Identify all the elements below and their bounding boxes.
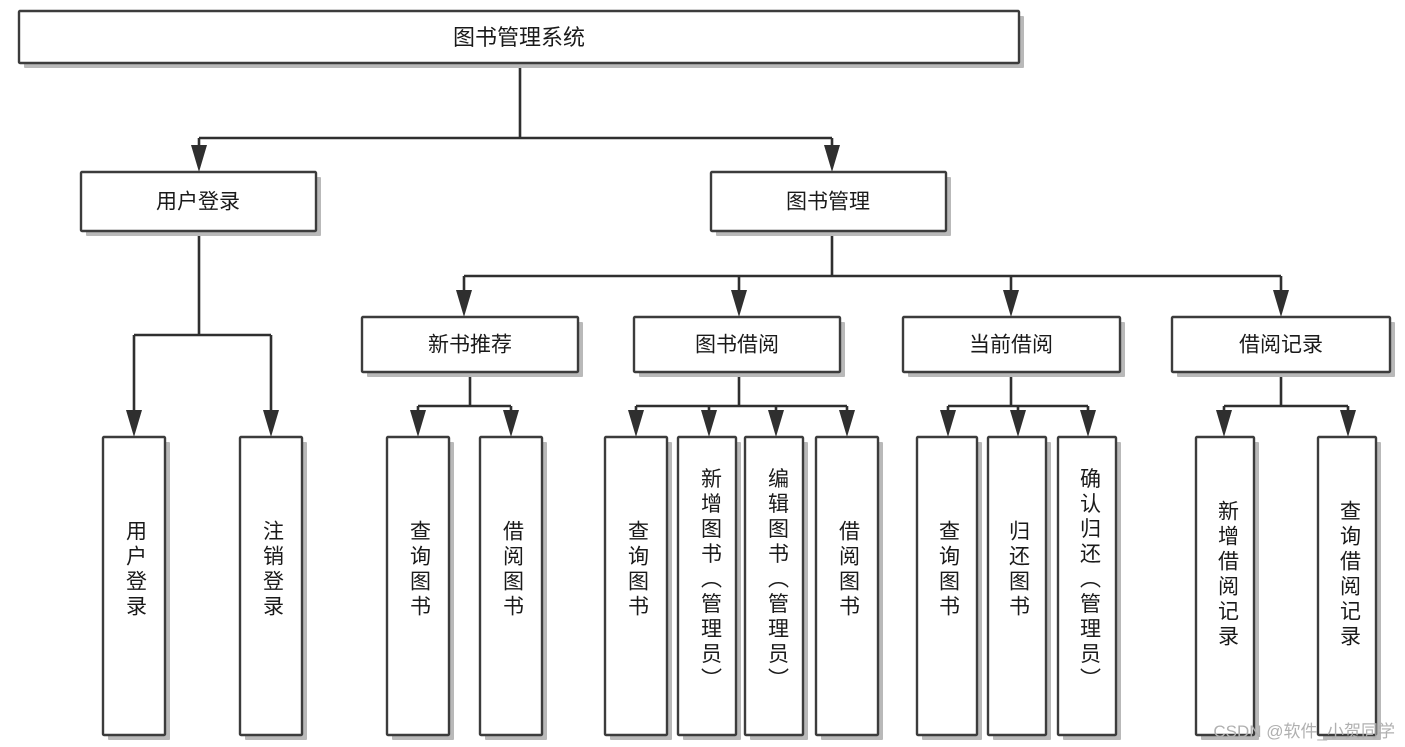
leaf-current-confirm-return[interactable]: 确认归还（管理员） — [1056, 435, 1121, 740]
leaf-new-book-query[interactable]: 查询图书 — [385, 435, 454, 740]
connector-user-login-to-leaves — [126, 232, 279, 437]
node-current-borrow-label: 当前借阅 — [969, 334, 1053, 357]
node-root-label: 图书管理系统 — [453, 25, 585, 50]
leaf-user-login-login[interactable]: 用户登录 — [101, 435, 170, 740]
leaf-user-login-logout-label: 注销登录 — [260, 520, 284, 620]
leaf-current-query-book-label: 查询图书 — [936, 520, 960, 620]
leaf-borrow-edit-book-label: 编辑图书（管理员） — [765, 468, 789, 693]
node-user-login[interactable]: 用户登录 — [79, 170, 321, 236]
leaf-record-query-record-label: 查询借阅记录 — [1337, 500, 1361, 650]
node-root-book-management-system[interactable]: 图书管理系统 — [17, 9, 1024, 68]
node-book-management[interactable]: 图书管理 — [709, 170, 951, 236]
connector-current-borrow-to-leaves — [940, 373, 1096, 437]
leaf-borrow-add-book[interactable]: 新增图书（管理员） — [676, 435, 741, 740]
node-book-borrow[interactable]: 图书借阅 — [632, 315, 845, 377]
leaf-borrow-query-book[interactable]: 查询图书 — [603, 435, 672, 740]
leaf-user-login-login-label: 用户登录 — [123, 520, 147, 620]
node-borrow-record[interactable]: 借阅记录 — [1170, 315, 1395, 377]
connector-book-mgmt-to-level3 — [456, 232, 1289, 317]
connector-root-to-level2 — [191, 66, 840, 172]
leaf-record-query-record[interactable]: 查询借阅记录 — [1316, 435, 1381, 740]
leaf-current-query-book[interactable]: 查询图书 — [915, 435, 982, 740]
connector-book-borrow-to-leaves — [628, 373, 855, 437]
node-book-borrow-label: 图书借阅 — [695, 334, 779, 357]
leaf-current-confirm-return-label: 确认归还（管理员） — [1077, 468, 1101, 693]
leaf-new-book-query-label: 查询图书 — [407, 520, 431, 620]
leaf-current-return-book[interactable]: 归还图书 — [986, 435, 1051, 740]
leaf-borrow-add-book-label: 新增图书（管理员） — [698, 468, 722, 693]
leaf-record-add-record-label: 新增借阅记录 — [1215, 500, 1239, 650]
leaf-borrow-borrow-book[interactable]: 借阅图书 — [814, 435, 883, 740]
node-borrow-record-label: 借阅记录 — [1239, 334, 1323, 357]
leaf-user-login-logout[interactable]: 注销登录 — [238, 435, 307, 740]
node-book-management-label: 图书管理 — [786, 191, 870, 214]
leaf-new-book-borrow[interactable]: 借阅图书 — [478, 435, 547, 740]
leaf-borrow-edit-book[interactable]: 编辑图书（管理员） — [743, 435, 808, 740]
node-current-borrow[interactable]: 当前借阅 — [901, 315, 1125, 377]
connector-new-book-to-leaves — [410, 373, 519, 437]
node-new-book-recommend[interactable]: 新书推荐 — [360, 315, 583, 377]
connector-borrow-record-to-leaves — [1216, 373, 1356, 437]
leaf-current-return-book-label: 归还图书 — [1006, 520, 1030, 620]
leaf-new-book-borrow-label: 借阅图书 — [500, 520, 524, 620]
node-new-book-recommend-label: 新书推荐 — [428, 334, 512, 357]
leaf-borrow-borrow-book-label: 借阅图书 — [836, 520, 860, 620]
leaf-borrow-query-book-label: 查询图书 — [625, 520, 649, 620]
leaf-record-add-record[interactable]: 新增借阅记录 — [1194, 435, 1259, 740]
node-user-login-label: 用户登录 — [156, 191, 240, 214]
